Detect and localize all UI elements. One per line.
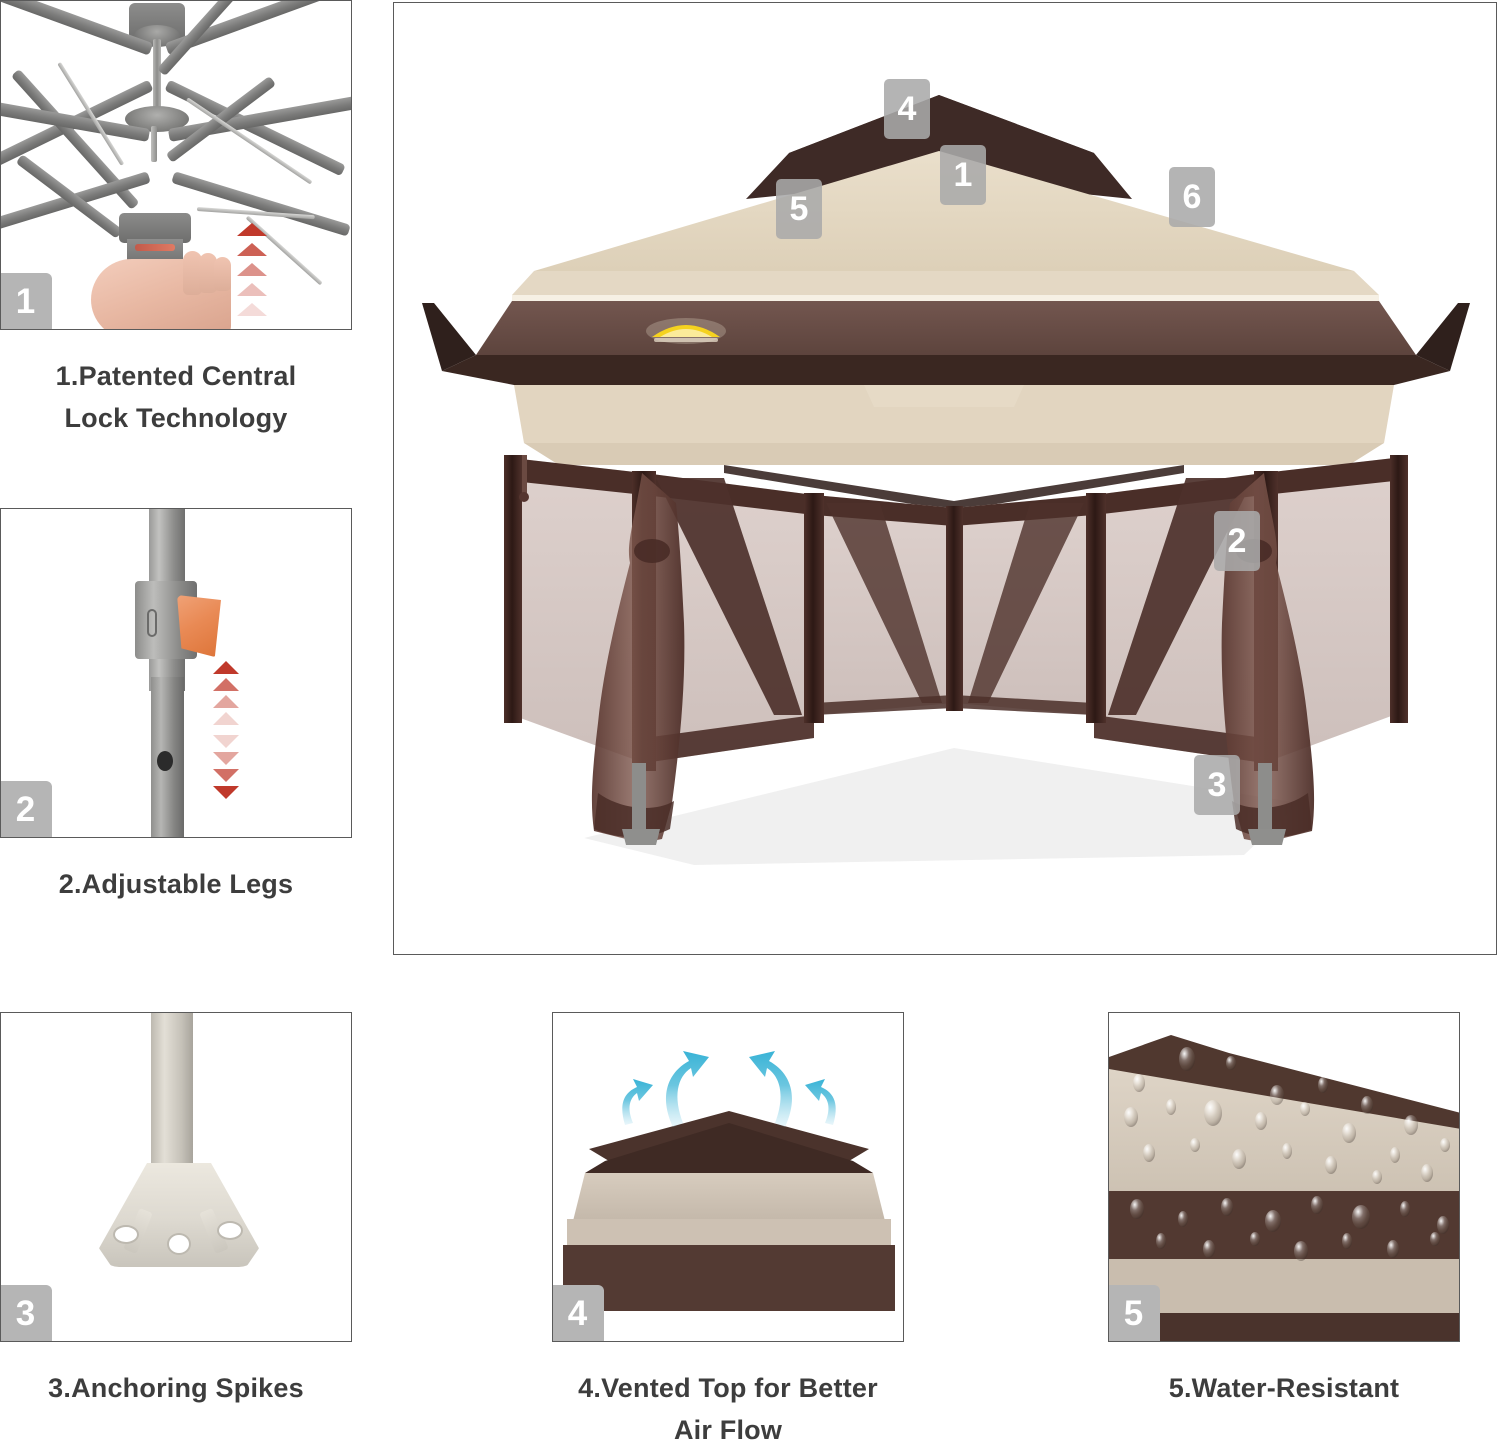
vented-top-illustration (563, 1051, 895, 1311)
caption-line-1: 5.Water-Resistant (1168, 1373, 1400, 1403)
hero-product-image: 4 1 5 6 2 3 (393, 2, 1497, 955)
height-adjust-hole (157, 751, 173, 771)
water-droplets (1124, 1047, 1450, 1261)
feature-thumbnail-adjustable-legs: 2 (0, 508, 352, 838)
caption-line-1: 3.Anchoring Spikes (48, 1373, 304, 1403)
feature-caption-2: 2.Adjustable Legs (0, 864, 352, 906)
hero-callout-1: 1 (940, 145, 986, 205)
feature-caption-5: 5.Water-Resistant (1108, 1368, 1460, 1410)
central-lock-body (119, 213, 191, 243)
feature-number-badge: 2 (1, 780, 52, 837)
finger (199, 253, 217, 293)
hero-callout-6: 6 (1169, 167, 1215, 227)
caption-line-1: 2.Adjustable Legs (58, 869, 294, 899)
feature-number-badge: 1 (1, 272, 52, 329)
airflow-arrow (622, 1079, 653, 1125)
airflow-arrow (666, 1051, 709, 1127)
leg-housing-slot (147, 609, 157, 637)
spike-hole (217, 1221, 243, 1240)
feature-number-badge: 3 (1, 1284, 52, 1341)
feature-caption-1: 1.Patented Central Lock Technology (0, 356, 352, 440)
brand-logo (646, 318, 726, 344)
center-pole (153, 39, 161, 129)
spike-hole (167, 1233, 191, 1255)
feature-thumbnail-anchoring-spikes: 3 (0, 1012, 352, 1342)
caption-line-1: 1.Patented Central (55, 361, 297, 391)
caption-line-2: Air Flow (673, 1414, 783, 1445)
water-resistant-illustration (1109, 1035, 1459, 1341)
leg-pole (151, 1013, 193, 1185)
finger (214, 257, 231, 291)
caption-line-2: Lock Technology (64, 402, 288, 433)
airflow-arrow (749, 1051, 792, 1127)
feature-caption-3: 3.Anchoring Spikes (0, 1368, 352, 1410)
finger (183, 251, 202, 295)
caption-line-1: 4.Vented Top for Better (578, 1373, 878, 1403)
feature-number-badge: 5 (1109, 1284, 1160, 1341)
hero-callout-5: 5 (776, 179, 822, 239)
hero-callout-3: 3 (1194, 755, 1240, 815)
gazebo-illustration (422, 95, 1470, 865)
orange-release-lever (177, 595, 221, 657)
feature-number-badge: 4 (553, 1284, 604, 1341)
airflow-arrow (805, 1079, 836, 1125)
feature-caption-4: 4.Vented Top for Better Air Flow (552, 1368, 904, 1452)
feature-thumbnail-central-lock: 1 (0, 0, 352, 330)
hero-callout-2: 2 (1214, 511, 1260, 571)
hero-callout-4: 4 (884, 79, 930, 139)
feature-thumbnail-water-resistant: 5 (1108, 1012, 1460, 1342)
lock-release-stripe (135, 244, 175, 251)
spike-hole (113, 1225, 139, 1244)
feature-thumbnail-vented-top: 4 (552, 1012, 904, 1342)
